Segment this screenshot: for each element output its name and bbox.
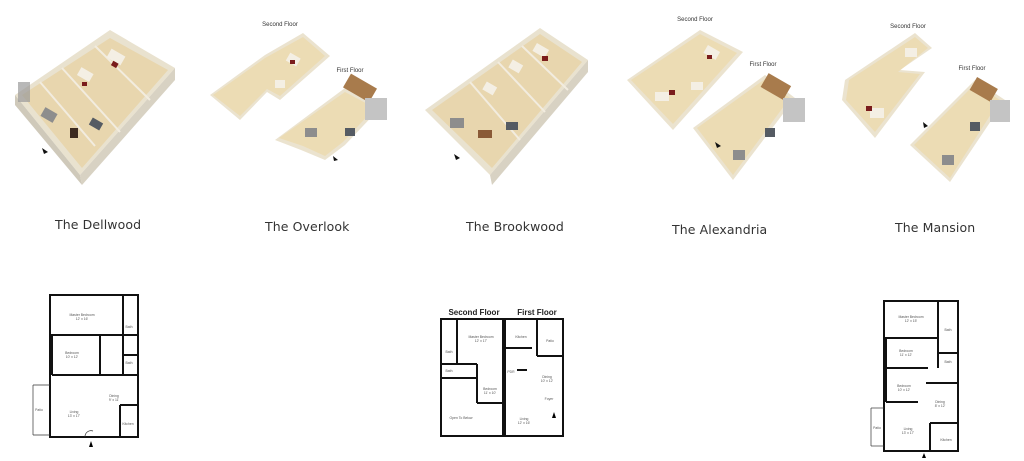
svg-text:Bath: Bath (945, 360, 952, 364)
svg-text:First Floor: First Floor (337, 68, 364, 74)
svg-text:Patio: Patio (873, 426, 881, 430)
floorplan-name[interactable]: The Mansion (895, 220, 976, 235)
entry-arrow-icon (922, 453, 926, 458)
svg-text:Second Floor: Second Floor (677, 17, 713, 23)
svg-text:Second Floor: Second Floor (448, 308, 499, 317)
floorplan-name[interactable]: The Brookwood (466, 219, 564, 234)
svg-text:Kitchen: Kitchen (515, 335, 526, 339)
floorplan-name[interactable]: The Dellwood (55, 217, 142, 232)
svg-text:10' x 12': 10' x 12' (541, 379, 554, 383)
floorplan-card-overlook[interactable]: Second Floor First Floor The Overlook Se… (205, 0, 564, 461)
2d-plan-dellwood[interactable]: Master Bedroom 12' x 16' Bath Bedroom 10… (30, 292, 142, 452)
svg-text:11' x 10': 11' x 10' (484, 391, 497, 395)
3d-render-dellwood[interactable] (0, 0, 205, 200)
svg-text:12' x 16': 12' x 16' (518, 421, 531, 425)
2d-plan-overlook[interactable]: Second Floor First Floor Master Bedroom … (437, 308, 573, 438)
svg-text:9' x 11': 9' x 11' (109, 398, 120, 402)
svg-text:Dining: Dining (109, 394, 119, 398)
svg-text:Patio: Patio (546, 339, 554, 343)
svg-text:Living: Living (520, 417, 529, 421)
svg-text:Patio: Patio (35, 408, 43, 412)
svg-text:12' x 16': 12' x 16' (76, 317, 89, 321)
svg-text:10' x 12': 10' x 12' (898, 388, 911, 392)
floorplan-card-dellwood[interactable]: The Dellwood Master Bedroom 12' x 16' Ba… (0, 0, 205, 461)
svg-text:Bath: Bath (126, 325, 133, 329)
svg-text:Living: Living (70, 410, 79, 414)
svg-text:Dining: Dining (935, 400, 945, 404)
3d-render-brookwood[interactable] (410, 0, 615, 200)
svg-text:12' x 15': 12' x 15' (905, 319, 918, 323)
svg-text:Master Bedroom: Master Bedroom (468, 335, 493, 339)
3d-render-mansion[interactable]: Second Floor First Floor (820, 0, 1024, 200)
svg-text:Kitchen: Kitchen (940, 438, 951, 442)
svg-text:13' x 17': 13' x 17' (902, 431, 915, 435)
svg-text:Second Floor: Second Floor (890, 24, 926, 30)
svg-text:12' x 17': 12' x 17' (475, 339, 488, 343)
svg-text:Dining: Dining (542, 375, 552, 379)
floorplan-card-mansion[interactable]: Second Floor First Floor The Mansion Sec… (820, 0, 1024, 461)
svg-text:Bedroom: Bedroom (897, 384, 911, 388)
floorplan-card-alexandria[interactable]: Second Floor First Floor The Alexandria … (615, 0, 820, 461)
entry-arrow-icon (552, 412, 556, 418)
svg-text:Bedroom: Bedroom (899, 349, 913, 353)
floorplan-name[interactable]: The Overlook (265, 219, 350, 234)
floorplan-card-brookwood[interactable]: The Brookwood Master Bedroom 12' x 15' B… (410, 0, 959, 461)
svg-text:11' x 12': 11' x 12' (900, 353, 913, 357)
svg-text:Open To Below: Open To Below (450, 416, 473, 420)
svg-text:Bath: Bath (446, 350, 453, 354)
svg-text:Bedroom: Bedroom (65, 351, 79, 355)
svg-text:First Floor: First Floor (959, 66, 986, 72)
svg-text:First Floor: First Floor (517, 308, 557, 317)
entry-arrow-icon (89, 441, 93, 447)
svg-text:10' x 12': 10' x 12' (66, 355, 79, 359)
svg-text:Bath: Bath (446, 369, 453, 373)
svg-text:13' x 17': 13' x 17' (68, 414, 81, 418)
svg-text:Living: Living (904, 427, 913, 431)
svg-text:Bath: Bath (126, 361, 133, 365)
svg-text:Master Bedroom: Master Bedroom (898, 315, 923, 319)
svg-text:First Floor: First Floor (750, 62, 777, 68)
floorplan-name[interactable]: The Alexandria (672, 222, 768, 237)
svg-text:Second Floor: Second Floor (262, 22, 298, 28)
svg-text:8' x 12': 8' x 12' (935, 404, 946, 408)
svg-text:Master Bedroom: Master Bedroom (69, 313, 94, 317)
3d-render-alexandria[interactable]: Second Floor First Floor (615, 0, 820, 200)
svg-text:Bedroom: Bedroom (483, 387, 497, 391)
3d-render-overlook[interactable]: Second Floor First Floor (205, 0, 410, 200)
svg-text:Kitchen: Kitchen (122, 422, 133, 426)
svg-text:Foyer: Foyer (545, 397, 555, 401)
2d-plan-brookwood[interactable]: Master Bedroom 12' x 15' Bath Bedroom 11… (868, 298, 964, 458)
svg-text:Bath: Bath (945, 328, 952, 332)
svg-text:PDR: PDR (507, 370, 515, 374)
